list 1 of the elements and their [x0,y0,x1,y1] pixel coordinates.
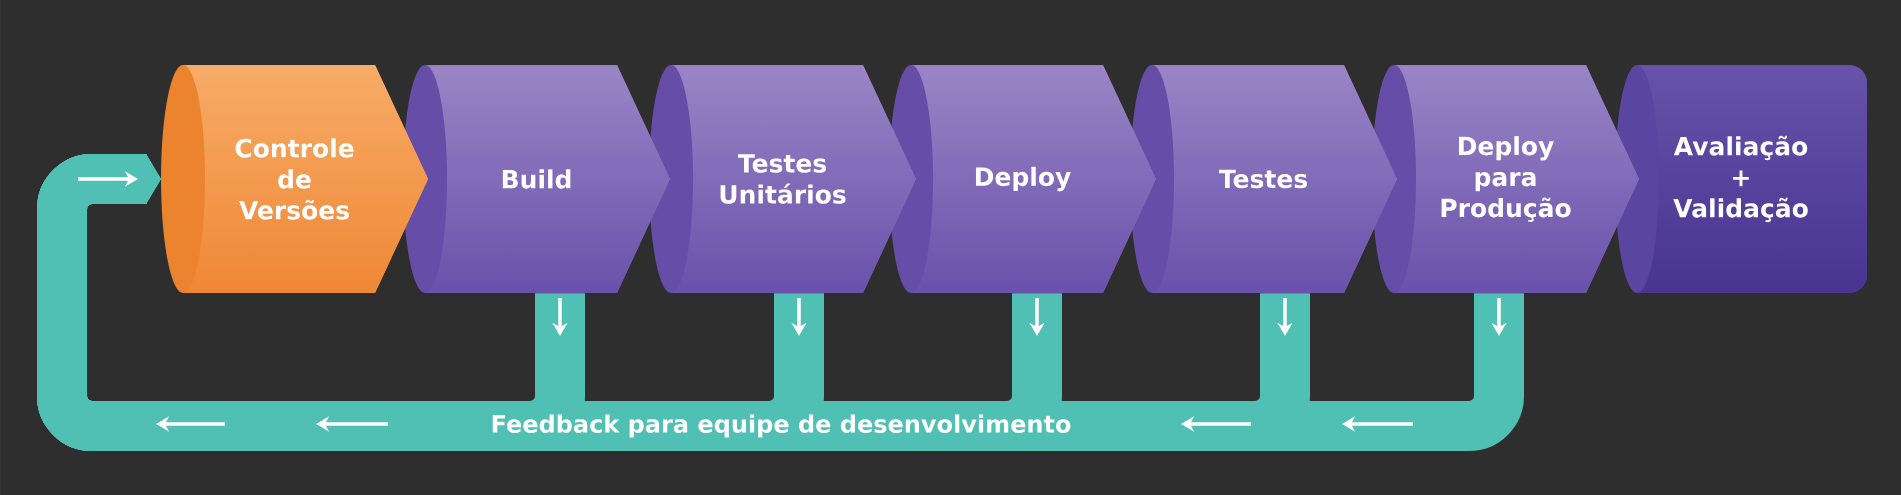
process-box: Avaliação + Validação [1615,65,1867,293]
